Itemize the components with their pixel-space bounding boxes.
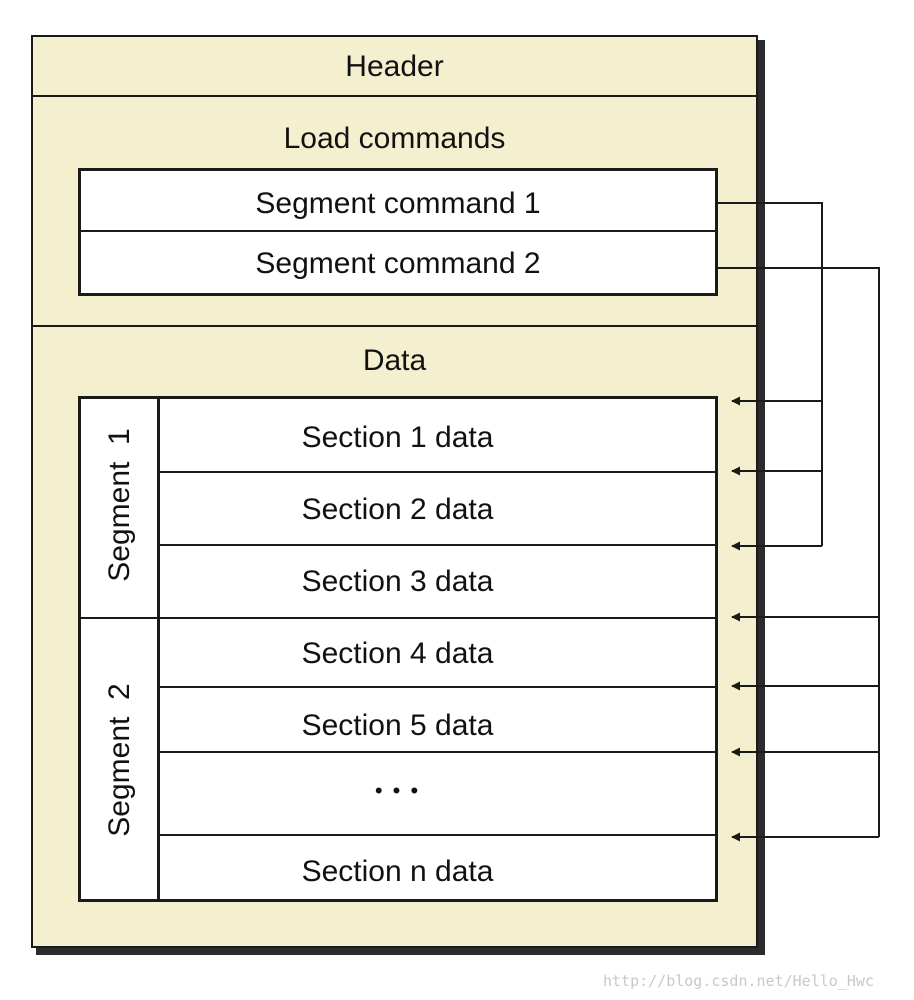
section-divider bbox=[160, 686, 715, 688]
section-4-data: Section 4 data bbox=[301, 637, 494, 670]
segment-1-connector-line bbox=[718, 202, 823, 546]
load-commands-divider bbox=[78, 230, 718, 232]
load-commands-section-divider bbox=[31, 325, 758, 327]
header-divider bbox=[31, 95, 758, 97]
section-n-data: Section n data bbox=[301, 855, 494, 888]
section-2-data: Section 2 data bbox=[301, 493, 494, 526]
section-3-data: Section 3 data bbox=[301, 565, 494, 598]
section-1-data: Section 1 data bbox=[301, 421, 494, 454]
watermark-text: http://blog.csdn.net/Hello_Hwc bbox=[603, 972, 874, 990]
ellipsis-row: • • • bbox=[374, 778, 421, 803]
section-divider bbox=[160, 751, 715, 753]
load-commands-label: Load commands bbox=[283, 122, 506, 155]
segment-2-connector-line bbox=[718, 267, 880, 837]
section-divider bbox=[160, 834, 715, 836]
load-commands-box bbox=[78, 168, 718, 296]
segment-boundary bbox=[81, 617, 715, 619]
segment-column-divider bbox=[157, 398, 160, 900]
section-5-data: Section 5 data bbox=[301, 709, 494, 742]
data-box bbox=[78, 396, 718, 902]
data-label: Data bbox=[362, 344, 427, 377]
segment-command-2: Segment command 2 bbox=[255, 247, 541, 280]
header-label: Header bbox=[345, 50, 444, 83]
segment-command-1: Segment command 1 bbox=[255, 187, 541, 220]
section-divider bbox=[160, 471, 715, 473]
section-divider bbox=[160, 544, 715, 546]
